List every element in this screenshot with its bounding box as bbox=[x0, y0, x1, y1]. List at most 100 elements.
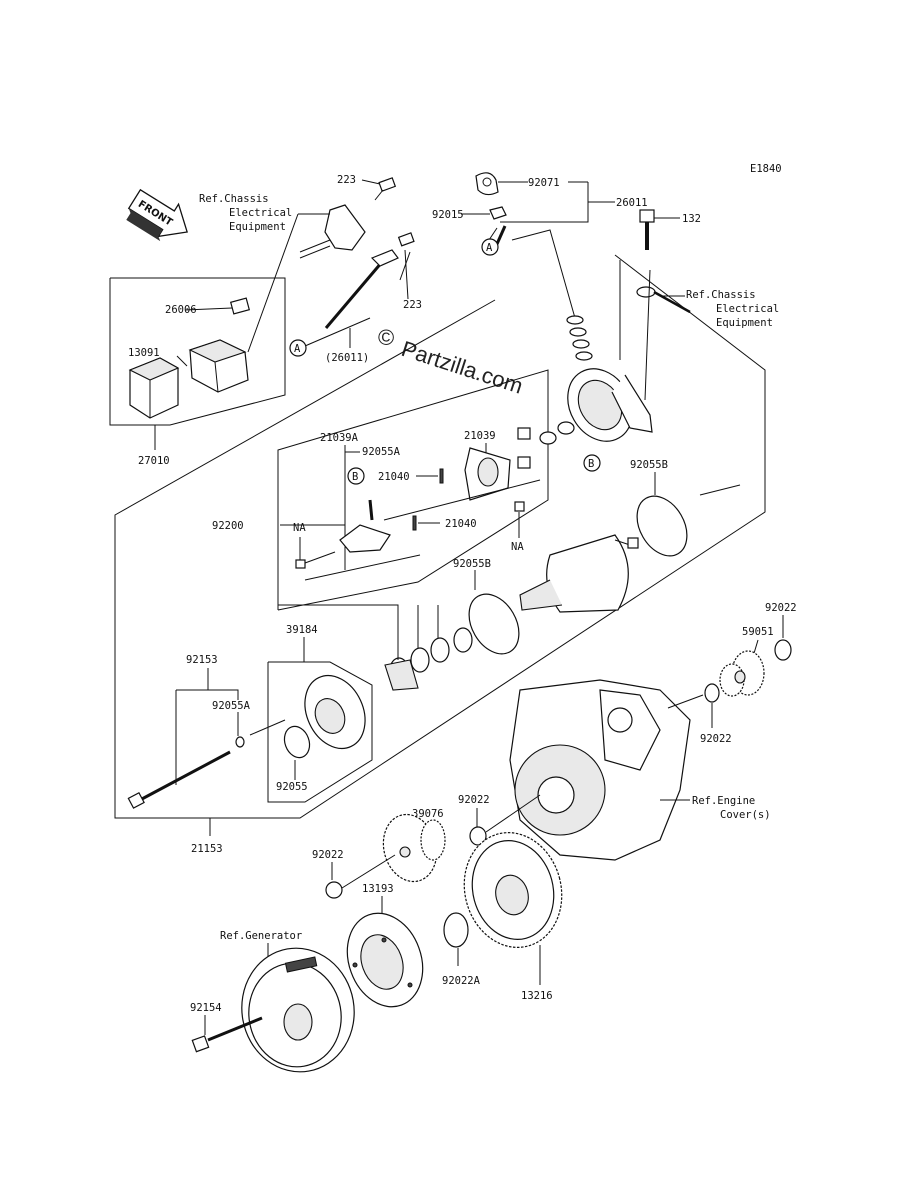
part-92022-left: 92022 bbox=[312, 849, 344, 861]
screw-na-left bbox=[295, 551, 336, 569]
relay-holder bbox=[188, 339, 249, 393]
starter-motor-yoke bbox=[519, 534, 639, 613]
terminal-washers bbox=[566, 315, 593, 361]
part-92200: 92200 bbox=[212, 520, 244, 532]
part-21039a: 21039A bbox=[320, 432, 359, 444]
washer-92022-left bbox=[325, 881, 343, 899]
o-ring-92055 bbox=[283, 725, 311, 759]
callout-b-left bbox=[347, 467, 365, 485]
part-59051: 59051 bbox=[742, 626, 774, 638]
callout-b-left-label: B bbox=[352, 471, 358, 483]
washer-92022-top-right bbox=[774, 639, 792, 661]
chassis-bracket bbox=[299, 204, 366, 259]
part-223-mid: 223 bbox=[403, 299, 422, 311]
through-bolt-92153 bbox=[127, 750, 231, 809]
washer-92022a bbox=[443, 912, 469, 948]
part-223-top: 223 bbox=[337, 174, 356, 186]
ref-chassis-1-line2: Electrical bbox=[229, 207, 292, 219]
brush-21040-b bbox=[412, 515, 417, 531]
bolt-132 bbox=[639, 209, 655, 250]
ref-chassis-2-line2: Electrical bbox=[716, 303, 779, 315]
callout-a-right-label: A bbox=[486, 242, 493, 254]
diagram-id: E1840 bbox=[750, 163, 782, 175]
bolt-92154 bbox=[191, 1016, 263, 1053]
washer-b bbox=[557, 421, 575, 435]
relay-group-outline bbox=[109, 277, 286, 426]
na-label-left: NA bbox=[293, 522, 306, 534]
relay-13091 bbox=[128, 357, 180, 419]
part-39076: 39076 bbox=[412, 808, 444, 820]
ref-engine-cover-line2: Cover(s) bbox=[720, 809, 771, 821]
terminal-bolt bbox=[495, 225, 507, 245]
bolt-223-top bbox=[374, 177, 397, 201]
screw-na-right bbox=[514, 501, 525, 512]
na-label-right: NA bbox=[511, 541, 524, 553]
part-132: 132 bbox=[682, 213, 701, 225]
callout-a-left-label: A bbox=[294, 343, 301, 355]
brush-21040-a bbox=[439, 468, 444, 484]
starter-assembly-outline bbox=[114, 254, 766, 819]
nut-92015 bbox=[489, 206, 507, 220]
part-92153: 92153 bbox=[186, 654, 218, 666]
starter-clutch-13193 bbox=[346, 912, 424, 1008]
brush-holder-21039 bbox=[464, 427, 531, 501]
part-21039: 21039 bbox=[464, 430, 496, 442]
part-26011-paren: (26011) bbox=[325, 352, 369, 364]
part-92055: 92055 bbox=[276, 781, 308, 793]
part-92022-mid-right: 92022 bbox=[700, 733, 732, 745]
watermark-symbol: © bbox=[378, 325, 394, 350]
starter-cable bbox=[324, 232, 415, 329]
part-13091: 13091 bbox=[128, 347, 160, 359]
idle-gear-59051 bbox=[719, 650, 765, 697]
ref-chassis-2-line3: Equipment bbox=[716, 317, 773, 329]
ref-chassis-1-line1: Ref.Chassis bbox=[199, 193, 269, 205]
ref-generator: Ref.Generator bbox=[220, 930, 302, 942]
brush-group-outline bbox=[277, 369, 549, 611]
o-ring-92055b-right bbox=[636, 495, 688, 557]
generator-rotor bbox=[241, 947, 355, 1073]
ground-lead bbox=[636, 286, 691, 314]
part-13193: 13193 bbox=[362, 883, 394, 895]
part-92055b-right: 92055B bbox=[630, 459, 668, 471]
ref-chassis-2-line1: Ref.Chassis bbox=[686, 289, 756, 301]
part-27010: 27010 bbox=[138, 455, 170, 467]
part-39184: 39184 bbox=[286, 624, 318, 636]
washer-92022-center bbox=[469, 826, 487, 846]
terminal-cap-92071 bbox=[475, 172, 499, 196]
washer-a bbox=[539, 431, 557, 445]
reduction-gear-39076 bbox=[382, 813, 446, 883]
part-21040-b: 21040 bbox=[445, 518, 477, 530]
front-cover-39184 bbox=[304, 674, 366, 750]
callout-b-right-label: B bbox=[588, 458, 594, 470]
part-92055a-bottom: 92055A bbox=[212, 700, 251, 712]
brush-spring-assembly bbox=[339, 499, 391, 553]
ref-engine-cover-line1: Ref.Engine bbox=[692, 795, 755, 807]
part-26006: 26006 bbox=[165, 304, 197, 316]
front-arrow-icon: FRONT bbox=[126, 188, 188, 242]
front-cover-outline bbox=[267, 661, 373, 803]
part-92055a-top: 92055A bbox=[362, 446, 401, 458]
fuse-26006 bbox=[229, 297, 251, 315]
starter-clutch-gear-13216 bbox=[463, 832, 563, 948]
washer-92022-mid-right bbox=[704, 683, 720, 703]
engine-cover-housing bbox=[509, 679, 691, 861]
part-92022-top-right: 92022 bbox=[765, 602, 797, 614]
ref-chassis-1-line3: Equipment bbox=[229, 221, 286, 233]
o-ring-92055a bbox=[235, 736, 245, 748]
rear-end-cover bbox=[567, 368, 653, 442]
watermark: Partzilla.com bbox=[398, 336, 525, 399]
part-92154: 92154 bbox=[190, 1002, 222, 1014]
callout-a-left bbox=[289, 339, 307, 357]
part-92022-center: 92022 bbox=[458, 794, 490, 806]
part-92071: 92071 bbox=[528, 177, 560, 189]
part-92055b-left: 92055B bbox=[453, 558, 491, 570]
part-92015: 92015 bbox=[432, 209, 464, 221]
callout-b-right bbox=[583, 454, 601, 472]
part-92022a: 92022A bbox=[442, 975, 481, 987]
callout-a-right bbox=[481, 238, 499, 256]
part-21040-a: 21040 bbox=[378, 471, 410, 483]
part-13216: 13216 bbox=[521, 990, 553, 1002]
o-ring-92055b-left bbox=[468, 593, 520, 655]
part-26011: 26011 bbox=[616, 197, 648, 209]
